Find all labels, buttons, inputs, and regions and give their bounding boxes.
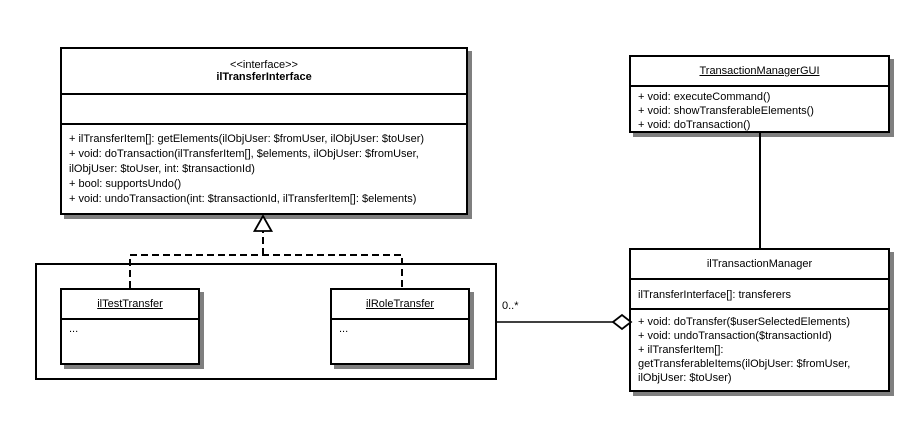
method-line: + void: doTransfer($userSelectedElements… [638, 316, 851, 328]
method-line: ilObjUser: $toUser, int: $transactionId) [69, 163, 255, 175]
attributes-section: ilTransferInterface[]: transferers [631, 278, 888, 308]
class-name: ilRoleTransfer [365, 298, 435, 310]
class-name: ilTestTransfer [97, 298, 163, 310]
ellipsis-text: ... [69, 323, 79, 335]
methods-section: + void: executeCommand() + void: showTra… [631, 85, 888, 131]
class-name: TransactionManagerGUI [699, 65, 820, 77]
methods-section: + ilTransferItem[]: getElements(ilObjUse… [62, 123, 466, 213]
method-line: ilObjUser: $toUser) [638, 372, 732, 384]
class-box-iltransferinterface: <<interface>> ilTransferInterface + ilTr… [60, 47, 468, 215]
class-body: ... [332, 318, 468, 363]
method-line: + void: executeCommand() [638, 91, 771, 103]
method-line: + ilTransferItem[]: getElements(ilObjUse… [69, 133, 425, 145]
class-body: ... [62, 318, 198, 363]
class-header: ilRoleTransfer [332, 290, 468, 318]
class-name: ilTransactionManager [706, 258, 813, 270]
method-line: + void: doTransaction(ilTransferItem[], … [69, 148, 419, 160]
method-line: + void: undoTransaction(int: $transactio… [69, 193, 417, 205]
class-box-transactionmanagergui: TransactionManagerGUI + void: executeCom… [629, 55, 890, 133]
class-header: ilTestTransfer [62, 290, 198, 318]
attribute-line: ilTransferInterface[]: transferers [638, 289, 792, 301]
class-box-ilroletransfer: ilRoleTransfer ... [330, 288, 470, 365]
interface-stereotype: <<interface>> [230, 59, 298, 71]
class-box-iltransactionmanager: ilTransactionManager ilTransferInterface… [629, 248, 890, 392]
class-box-iltesttransfer: ilTestTransfer ... [60, 288, 200, 365]
class-header: <<interface>> ilTransferInterface [62, 49, 466, 93]
method-line: + void: showTransferableElements() [638, 105, 814, 117]
methods-section: + void: doTransfer($userSelectedElements… [631, 308, 888, 390]
class-header: TransactionManagerGUI [631, 57, 888, 85]
method-line: + void: undoTransaction($transactionId) [638, 330, 832, 342]
generalization-triangle-icon [252, 214, 274, 232]
class-name: ilTransferInterface [216, 71, 312, 83]
attributes-section-empty [62, 93, 466, 123]
method-line: + void: doTransaction() [638, 119, 751, 131]
ellipsis-text: ... [339, 323, 349, 335]
multiplicity-label: 0..* [502, 300, 519, 312]
class-header: ilTransactionManager [631, 250, 888, 278]
method-line: getTransferableItems(ilObjUser: $fromUse… [638, 358, 851, 370]
method-line: + bool: supportsUndo() [69, 178, 182, 190]
method-line: + ilTransferItem[]: [638, 344, 724, 356]
